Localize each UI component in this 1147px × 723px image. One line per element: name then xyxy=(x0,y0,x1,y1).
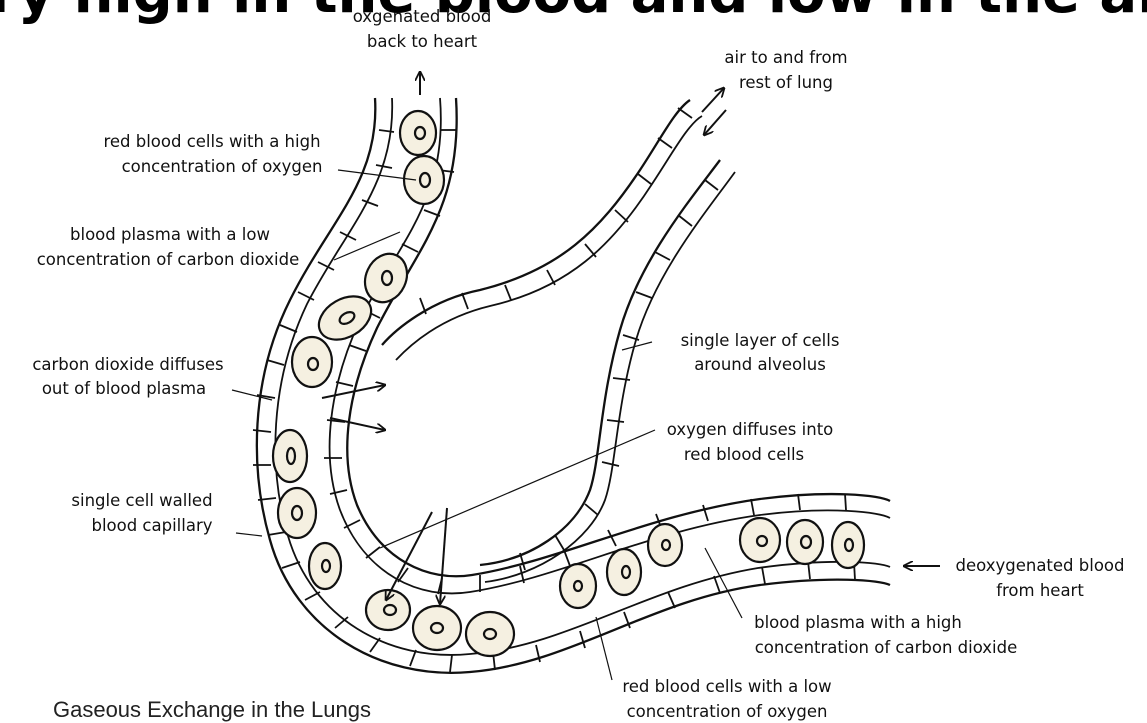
svg-text:blood plasma with a low: blood plasma with a low xyxy=(70,225,270,244)
label-plasma-low: blood plasma with a low concentration of… xyxy=(37,225,300,269)
svg-text:red blood cells with a high: red blood cells with a high xyxy=(103,132,320,151)
svg-text:single layer of cells: single layer of cells xyxy=(681,331,840,350)
svg-text:around alveolus: around alveolus xyxy=(694,355,826,374)
diagram-caption: Gaseous Exchange in the Lungs xyxy=(53,697,371,722)
arrow-o2-in-1 xyxy=(386,512,432,600)
red-blood-cells xyxy=(273,111,864,656)
svg-text:red blood cells: red blood cells xyxy=(684,445,804,464)
svg-text:from heart: from heart xyxy=(996,581,1084,600)
svg-text:blood capillary: blood capillary xyxy=(91,516,212,535)
svg-text:rest of lung: rest of lung xyxy=(739,73,833,92)
svg-text:single cell walled: single cell walled xyxy=(71,491,212,510)
svg-text:carbon dioxide diffuses: carbon dioxide diffuses xyxy=(32,355,223,374)
label-rbc-high: red blood cells with a high concentratio… xyxy=(103,132,322,176)
label-oxygenated-out: oxgenated blood back to heart xyxy=(353,7,492,51)
svg-text:red blood cells with a low: red blood cells with a low xyxy=(622,677,831,696)
arrow-co2-out-2 xyxy=(330,418,385,430)
svg-text:concentration of oxygen: concentration of oxygen xyxy=(627,702,828,721)
wall-cell-ticks xyxy=(253,108,855,672)
svg-text:deoxygenated blood: deoxygenated blood xyxy=(956,556,1125,575)
svg-text:concentration of oxygen: concentration of oxygen xyxy=(122,157,323,176)
leader-lines xyxy=(232,170,742,680)
svg-text:back to heart: back to heart xyxy=(367,32,478,51)
label-co2-diffuses: carbon dioxide diffuses out of blood pla… xyxy=(32,355,223,398)
label-deoxygenated-in: deoxygenated blood from heart xyxy=(956,556,1125,600)
svg-text:oxgenated blood: oxgenated blood xyxy=(353,7,492,26)
svg-text:air to and from: air to and from xyxy=(724,48,847,67)
label-rbc-low: red blood cells with a low concentration… xyxy=(622,677,831,721)
arrow-air-out xyxy=(702,88,724,112)
label-capillary: single cell walled blood capillary xyxy=(71,491,212,535)
label-o2-diffuses: oxygen diffuses into red blood cells xyxy=(667,420,834,464)
label-air: air to and from rest of lung xyxy=(724,48,847,92)
svg-text:concentration of carbon dioxid: concentration of carbon dioxide xyxy=(755,638,1018,657)
svg-text:concentration of carbon dioxid: concentration of carbon dioxide xyxy=(37,250,300,269)
svg-text:oxygen diffuses into: oxygen diffuses into xyxy=(667,420,834,439)
alveolus-wall-left-inner xyxy=(396,116,702,360)
label-plasma-high: blood plasma with a high concentration o… xyxy=(754,613,1017,657)
arrow-air-in xyxy=(704,110,726,135)
svg-text:blood plasma with a high: blood plasma with a high xyxy=(754,613,962,632)
label-single-layer: single layer of cells around alveolus xyxy=(681,331,840,374)
svg-text:out of blood plasma: out of blood plasma xyxy=(42,379,206,398)
